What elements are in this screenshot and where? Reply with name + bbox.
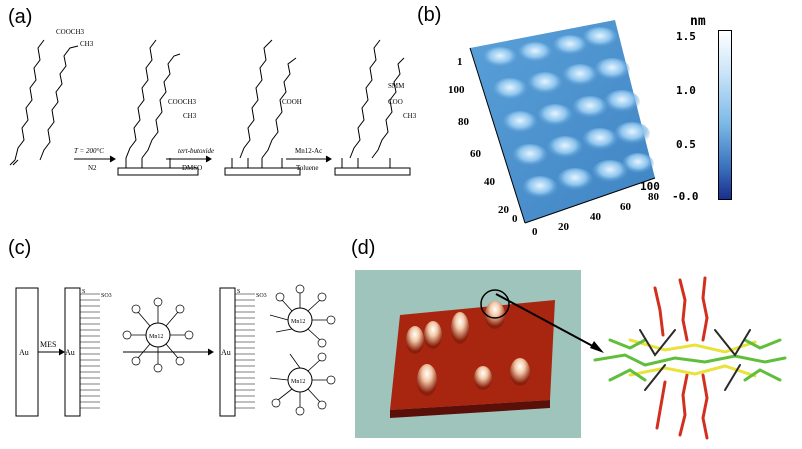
mes-label: MES [40, 340, 56, 349]
au-scheme: Au MES Au Au S SO3 S SO3 Mn12 Mn12 Mn12 [0, 260, 350, 440]
colorbar-tick-1-0: 1.0 [676, 84, 696, 97]
mol1-top-label: COOCH3 [56, 28, 85, 36]
mn12-label-bound-2: Mn12 [291, 379, 305, 385]
x-tick-100: 100 [640, 180, 660, 193]
y-tick-20: 20 [498, 204, 510, 216]
mol4-chain-2 [372, 58, 404, 158]
so3-label-3: SO3 [256, 293, 267, 299]
au-label-1: Au [19, 348, 29, 357]
mol4-chain-1 [350, 40, 380, 158]
arrow1-top-label: T = 200°C [74, 147, 104, 155]
mn12-label-bound-1: Mn12 [291, 319, 305, 325]
colorbar [718, 30, 732, 200]
mol3-chain-2 [262, 58, 296, 158]
x-tick-20: 20 [558, 221, 570, 233]
mol1-chain-1 [15, 40, 44, 160]
y-tick-1: 1 [457, 56, 463, 68]
mol1-vinyl [10, 160, 18, 165]
au-label-2: Au [65, 348, 75, 357]
s-label-2: S [82, 289, 85, 295]
x-tick-60: 60 [620, 201, 632, 213]
mol2-ch3-label: CH3 [183, 112, 197, 120]
arrow3-top-label: Mn12-Ac [295, 147, 322, 155]
mol3-top-label: COOH [282, 98, 302, 106]
panel-label-d: (d) [351, 237, 375, 260]
mol4-ch3-label: CH3 [403, 112, 417, 120]
mn12-structure [585, 270, 795, 445]
y-tick-100: 100 [448, 84, 465, 96]
arrow3-bottom-label: Toluene [296, 164, 318, 172]
panel-label-c: (c) [8, 237, 31, 260]
mol2-top-label: COOCH3 [168, 98, 197, 106]
mol4-top-label: COO [388, 98, 403, 106]
colorbar-tick-1-5: 1.5 [676, 30, 696, 43]
arrow2-top-label: tert-butoxide [178, 147, 214, 155]
y-tick-80: 80 [458, 116, 470, 128]
colorbar-tick-0-0: -0.0 [672, 190, 699, 203]
mn12-label-free: Mn12 [149, 334, 163, 340]
colorbar-unit: nm [690, 14, 706, 29]
mol2-chain-2 [142, 54, 180, 158]
y-tick-40: 40 [484, 176, 496, 188]
reaction-scheme: COOCH3 CH3 T = 200°C N2 COOCH3 CH3 tert-… [0, 0, 420, 200]
so3-label-2: SO3 [101, 293, 112, 299]
au-label-3: Au [221, 348, 231, 357]
mol4-smm-label: SMM [388, 82, 405, 90]
s-label-3: S [237, 289, 240, 295]
mol3-chain-1 [240, 40, 272, 158]
arrow1-bottom-label: N2 [88, 164, 97, 172]
x-tick-40: 40 [590, 211, 602, 223]
mol3-surface [225, 168, 300, 175]
x-tick-0: 0 [532, 226, 538, 238]
colorbar-tick-0-5: 0.5 [676, 138, 696, 151]
y-tick-60: 60 [470, 148, 482, 160]
arrow2-bottom-label: DMSO [182, 164, 202, 172]
panel-label-b: (b) [417, 4, 441, 27]
mol1-chain-2 [40, 46, 78, 160]
afm-3d-surface: 1 100 80 60 40 20 0 0 20 40 60 80 [440, 8, 665, 238]
y-tick-0: 0 [512, 213, 518, 225]
mol1-ch3-label: CH3 [80, 40, 94, 48]
mol4-surface [335, 168, 410, 175]
